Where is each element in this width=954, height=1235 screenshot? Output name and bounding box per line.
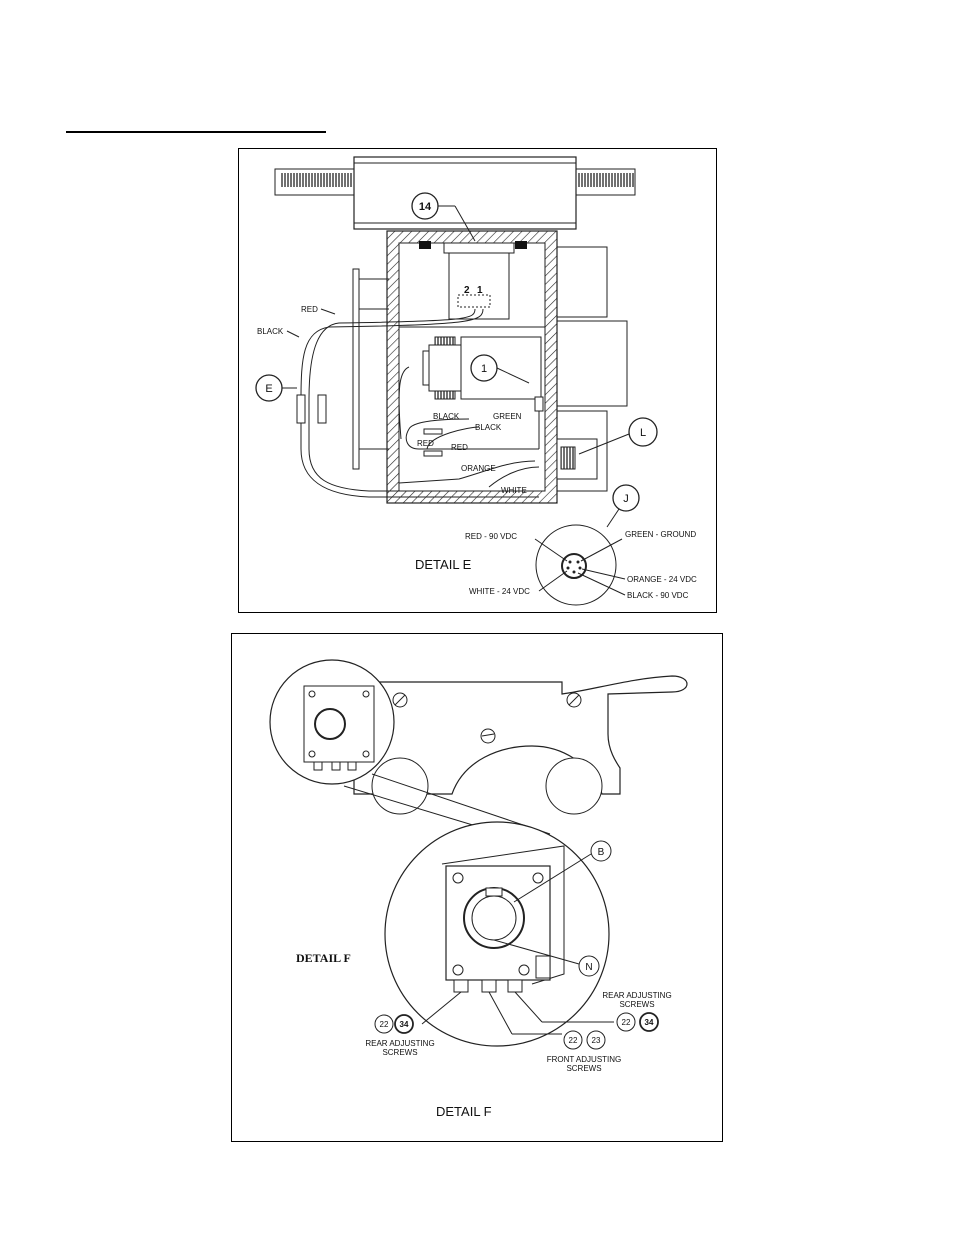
callout-e-label: E (265, 383, 272, 395)
connector-e-1 (296, 394, 306, 424)
detail-f-figure: B N DETAIL F 22 34 REAR ADJUSTING SCREWS… (231, 633, 723, 1142)
heading-underline (66, 131, 326, 133)
wire-label-black-mid: BLACK (433, 412, 460, 421)
receptacle-knurl (560, 446, 576, 470)
detail-f-inner-title: DETAIL F (296, 951, 351, 965)
callout-1-label: 1 (481, 363, 487, 375)
callout-l (628, 417, 658, 447)
carriage-block (353, 156, 577, 230)
rear-right-label-1: REAR ADJUSTING (602, 991, 671, 1000)
detail-e-drawing: 2 1 RED BLACK BLACK GREEN BLACK RED RED … (255, 156, 697, 606)
wire-label-red-b: RED (451, 443, 468, 452)
front-label-2: SCREWS (566, 1064, 601, 1073)
plate-left (352, 268, 360, 470)
wire-label-black-left: BLACK (257, 327, 284, 336)
callout-34-left-label: 34 (400, 1020, 409, 1029)
receptacle-body (556, 438, 598, 480)
connector-e-2 (317, 394, 327, 424)
callout-b (590, 840, 612, 862)
side-block-lower (556, 320, 628, 407)
screw-plate-tr (532, 872, 544, 884)
wire-red-left (308, 308, 519, 492)
detail-f-title: DETAIL F (436, 1104, 492, 1119)
wheel-left (371, 757, 429, 815)
wheel-right (545, 757, 603, 815)
callout-n (578, 955, 600, 977)
adj-screw-1 (453, 979, 469, 993)
pin-2-label: 2 (464, 285, 470, 296)
callout-23 (586, 1030, 606, 1050)
label-red-90vdc: RED - 90 VDC (465, 532, 517, 541)
screw-plate-tl (452, 872, 464, 884)
front-label-1: FRONT ADJUSTING (547, 1055, 622, 1064)
adj-screw-2 (481, 979, 497, 993)
callout-j-label: J (623, 493, 629, 505)
callout-22-right (616, 1012, 636, 1032)
detail-e-figure: 2 1 RED BLACK BLACK GREEN BLACK RED RED … (238, 148, 717, 613)
pin-1-label: 1 (477, 285, 483, 296)
callout-34-right-label: 34 (645, 1018, 654, 1027)
screw-plate-br (518, 964, 530, 976)
label-white-24vdc: WHITE - 24 VDC (469, 587, 530, 596)
callout-22-front (563, 1030, 583, 1050)
screw-center (480, 728, 496, 744)
screw-plate-bl (452, 964, 464, 976)
side-block-upper (556, 246, 608, 318)
wire-label-black-right: BLACK (475, 423, 502, 432)
callout-l-label: L (640, 427, 646, 439)
wire-label-red-a: RED (417, 439, 434, 448)
label-orange-24vdc: ORANGE - 24 VDC (627, 575, 697, 584)
rail-left-knurl (281, 173, 353, 187)
callout-23-label: 23 (592, 1036, 601, 1045)
label-green-ground: GREEN - GROUND (625, 530, 696, 539)
terminal-block (448, 248, 510, 320)
knob-b-inner (471, 895, 517, 941)
callout-14-label: 14 (419, 201, 432, 213)
label-black-90vdc: BLACK - 90 VDC (627, 591, 689, 600)
wire-label-white: WHITE (501, 486, 527, 495)
rear-left-label-1: REAR ADJUSTING (365, 1039, 434, 1048)
callout-22-right-label: 22 (622, 1018, 631, 1027)
wire-label-green: GREEN (493, 412, 522, 421)
detail-f-drawing: B N DETAIL F 22 34 REAR ADJUSTING SCREWS… (269, 659, 688, 1119)
callout-34-left (394, 1014, 414, 1034)
rail-right-knurl (577, 173, 635, 187)
terminal-strip (457, 294, 491, 308)
callout-j (612, 484, 640, 512)
wire-label-orange: ORANGE (461, 464, 496, 473)
rear-right-label-2: SCREWS (619, 1000, 654, 1009)
callout-34-right (639, 1012, 659, 1032)
callout-n-label: N (585, 962, 592, 973)
rear-left-label-2: SCREWS (382, 1048, 417, 1057)
connector-j-face (561, 553, 587, 579)
motor-flange (428, 344, 462, 392)
callout-22-left-label: 22 (380, 1020, 389, 1029)
wire-black-left (300, 308, 539, 498)
wire-label-red-left: RED (301, 305, 318, 314)
callout-22-front-label: 22 (569, 1036, 578, 1045)
detail-e-title: DETAIL E (415, 557, 472, 572)
callout-22-left (374, 1014, 394, 1034)
adj-screw-3 (507, 979, 523, 993)
callout-b-label: B (598, 847, 605, 858)
